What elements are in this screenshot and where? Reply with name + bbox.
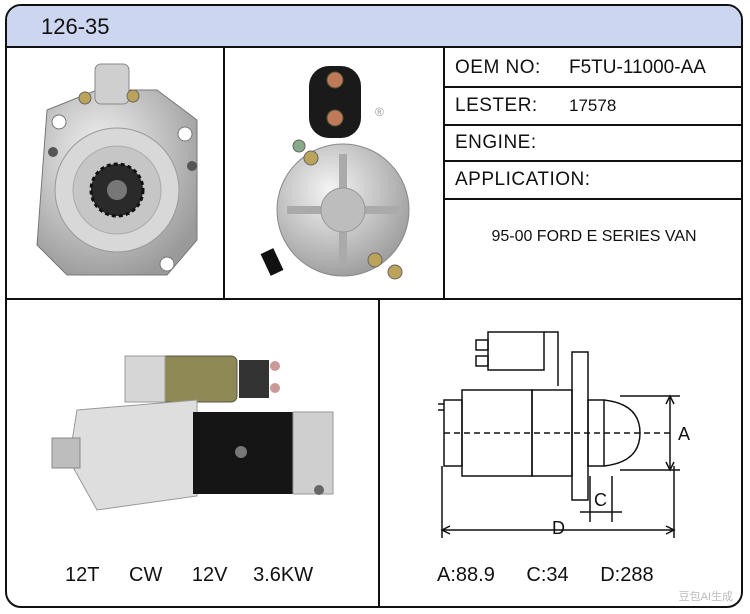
spec-row-oem: OEM NO: F5TU-11000-AA bbox=[445, 50, 741, 86]
electrical-specs: 12T CW 12V 3.6KW bbox=[65, 564, 313, 587]
engine-label: ENGINE: bbox=[455, 132, 537, 153]
divider bbox=[443, 86, 741, 88]
dimension-values: A:88.9 C:34 D:288 bbox=[437, 564, 654, 587]
oem-value: F5TU-11000-AA bbox=[569, 57, 706, 78]
dimension-d-value: D:288 bbox=[600, 564, 654, 586]
divider bbox=[378, 298, 380, 606]
dimension-a-value: A:88.9 bbox=[437, 564, 495, 586]
spec-row-lester: LESTER: 17578 bbox=[445, 88, 741, 124]
dimension-c-value: C:34 bbox=[526, 564, 569, 586]
teeth-value: 12T bbox=[65, 564, 100, 586]
spec-row-application: APPLICATION: bbox=[445, 162, 741, 198]
watermark: 豆包AI生成 bbox=[678, 591, 733, 603]
rotation-value: CW bbox=[129, 564, 163, 586]
part-code: 126-35 bbox=[41, 14, 110, 39]
voltage-value: 12V bbox=[191, 564, 228, 586]
application-label: APPLICATION: bbox=[455, 169, 591, 190]
dimension-label-a: A bbox=[678, 424, 690, 444]
header-bar: 126-35 bbox=[7, 6, 741, 48]
product-sheet: 126-35 OEM NO: F5TU-11000-AA LESTER: 175… bbox=[5, 4, 743, 608]
starter-side-view-image bbox=[51, 355, 334, 511]
divider bbox=[443, 48, 445, 300]
svg-text:®: ® bbox=[375, 105, 384, 119]
starter-rear-view-image: ® bbox=[260, 66, 410, 280]
divider bbox=[7, 298, 741, 300]
divider bbox=[443, 198, 741, 200]
dimension-diagram: A C D bbox=[438, 331, 690, 538]
starter-front-view-image bbox=[36, 63, 198, 276]
application-value: 95-00 FORD E SERIES VAN bbox=[491, 228, 697, 245]
dimension-label-c: C bbox=[594, 490, 607, 510]
dimension-label-d: D bbox=[552, 518, 565, 538]
spec-row-engine: ENGINE: bbox=[445, 126, 741, 160]
oem-label: OEM NO: bbox=[455, 57, 541, 78]
power-value: 3.6KW bbox=[253, 564, 314, 586]
lester-label: LESTER: bbox=[455, 95, 538, 116]
lester-value: 17578 bbox=[569, 96, 617, 115]
divider bbox=[443, 160, 741, 162]
divider bbox=[443, 124, 741, 126]
divider bbox=[223, 48, 225, 300]
